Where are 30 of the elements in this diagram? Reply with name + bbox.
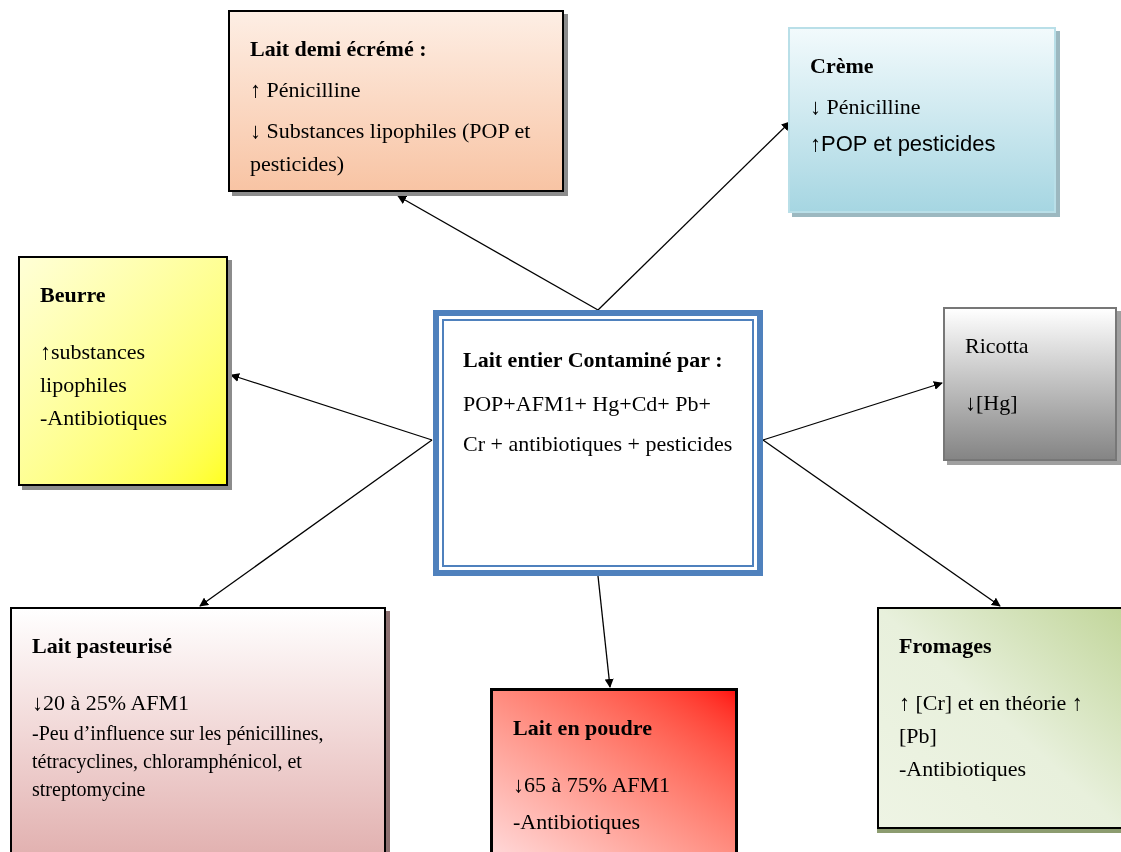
box-heading: Lait entier Contaminé par : [463, 346, 724, 374]
arrow [597, 575, 614, 688]
text-box [490, 688, 738, 852]
box-text: -Antibiotiques [899, 755, 1028, 783]
arrow [762, 439, 1001, 607]
arrow [397, 195, 599, 311]
box-heading: Lait pasteurisé [32, 632, 173, 660]
box-text: ↑ Pénicilline [250, 76, 362, 104]
box-heading: Fromages [899, 632, 993, 660]
box-heading: Beurre [40, 281, 107, 309]
box-text: -Antibiotiques [40, 404, 169, 432]
box-heading: Lait en poudre [513, 714, 653, 742]
text-box [433, 310, 763, 576]
box-text: ↓65 à 75% AFM1 [513, 771, 672, 799]
box-text: -Peu d’influence sur les pénicillines, tétracyclines, chloramphénicol, et streptomycine [32, 721, 325, 803]
box-text: ↑ [Cr] et en théorie ↑ [Pb] [899, 689, 1084, 750]
box-text: ↓ Substances lipophiles (POP et pesticides) [250, 117, 532, 178]
arrow [230, 373, 433, 441]
box-text: POP+AFM1+ Hg+Cd+ Pb+ Cr + antibiotiques + pesticides [463, 390, 733, 458]
box-heading: Lait demi écrémé : [250, 35, 428, 63]
box-text: ↑POP et pesticides [810, 130, 997, 158]
box-text: ↓[Hg] [965, 389, 1019, 417]
box-text: ↓20 à 25% AFM1 [32, 689, 191, 717]
box-text: ↑substances lipophiles [40, 338, 147, 399]
box-heading: Crème [810, 52, 875, 80]
box-text: -Antibiotiques [513, 808, 642, 836]
arrow [199, 439, 433, 607]
arrow [762, 381, 943, 441]
box-text: ↓ Pénicilline [810, 93, 922, 121]
box-heading: Ricotta [965, 332, 1030, 360]
